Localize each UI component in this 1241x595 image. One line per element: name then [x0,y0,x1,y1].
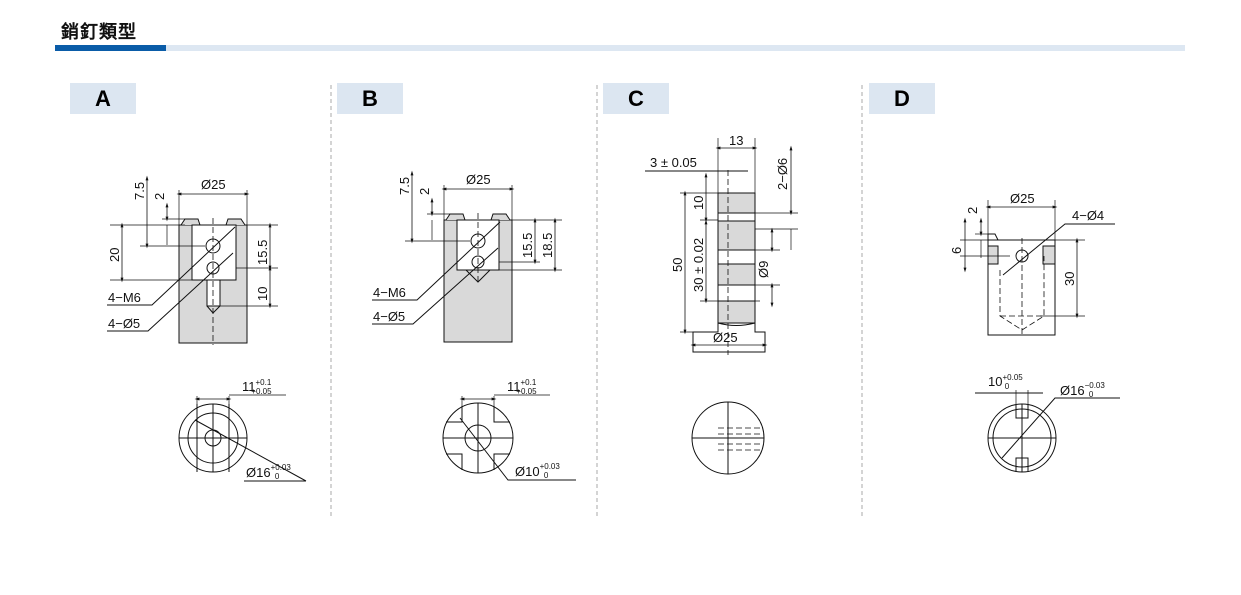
drawing-b-side: Ø25 7.5 2 15.5 18.5 4−M6 4−Ø5 [372,170,562,343]
dimension-label: 3 ± 0.05 [650,155,697,170]
dimension-label: 4−Ø4 [1072,208,1104,223]
dimension-label: 0 [275,472,280,481]
dimension-label: 0 [1005,382,1010,391]
section-title: 銷釘類型 [61,22,137,43]
dimension-label: 30 ± 0.02 [691,238,706,292]
dimension-label: 11 [242,379,256,394]
dimension-label: 4−M6 [373,285,406,300]
dimension-label: 2 [417,188,432,195]
dimension-label: +0.05 [1002,373,1023,382]
dimension-label: Ø9 [756,261,771,278]
dimension-label: Ø25 [201,177,226,192]
panel-label-a: A [70,83,136,114]
dimension-label: 2 [152,193,167,200]
dimension-label: −0.03 [1085,381,1106,390]
dimension-label: Ø25 [713,330,738,345]
dimension-label: +0.05 [516,387,537,396]
dimension-label: 13 [729,133,743,148]
dimension-label: 7.5 [132,182,147,200]
dimension-label: 0 [544,471,549,480]
panel-label-d: D [869,83,935,114]
dimension-label: +0.05 [251,387,272,396]
drawing-d-side: Ø25 4−Ø4 6 2 30 [949,191,1115,336]
dimension-label: +0.03 [271,463,292,472]
dimension-label: Ø25 [1010,191,1035,206]
drawing-a-side: Ø25 20 7.5 2 15.5 10 4−M6 4−Ø5 [107,175,278,345]
dimension-label: Ø16 [246,465,271,480]
dimension-label: 10 [988,374,1002,389]
dimension-label: 0 [1089,390,1094,399]
dimension-label: 11 [507,379,521,394]
dimension-label: Ø25 [466,172,491,187]
panel-label-b: B [337,83,403,114]
panel-label-c: C [603,83,669,114]
dimension-label: Ø10 [515,464,540,479]
dimension-label: 4−Ø5 [373,309,405,324]
dimension-label: 6 [949,247,964,254]
title-underline [166,45,1185,51]
dimension-label: 2−Ø6 [775,158,790,190]
dimension-label: 10 [691,196,706,210]
dimension-label: 18.5 [540,233,555,258]
dimension-label: 15.5 [520,233,535,258]
dimension-label: 2 [965,207,980,214]
dimension-label: 20 [107,248,122,262]
drawing-c-top [691,401,765,475]
dimension-label: +0.1 [256,378,272,387]
dimension-label: 50 [670,258,685,272]
dimension-label: 15.5 [255,240,270,265]
dimension-label: 4−M6 [108,290,141,305]
dimension-label: 4−Ø5 [108,316,140,331]
dimension-label: 11+0.1+0.05 [242,378,272,396]
title-underline-accent [55,45,166,51]
dimension-label: Ø16 [1060,383,1085,398]
dimension-label: 11+0.1+0.05 [507,378,537,396]
dimension-label: 30 [1062,272,1077,286]
dimension-label: +0.1 [521,378,537,387]
dimension-label: 10 [255,287,270,301]
drawing-c-side: 13 3 ± 0.05 50 10 30 ± 0.02 2−Ø6 Ø9 Ø25 [645,133,798,355]
dimension-label: 7.5 [397,177,412,195]
dimension-label: +0.03 [540,462,561,471]
